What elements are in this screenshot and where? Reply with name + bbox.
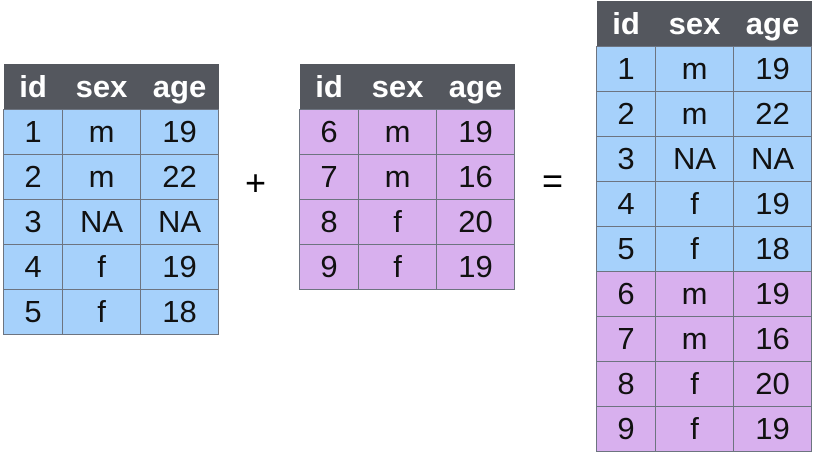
- cell-age: 16: [733, 316, 812, 362]
- cell-id: 6: [299, 109, 359, 155]
- cell-sex: f: [655, 226, 734, 272]
- header-sex: sex: [655, 1, 734, 47]
- cell-sex: m: [655, 46, 734, 92]
- cell-age: 19: [733, 271, 812, 317]
- header-id: id: [596, 1, 656, 47]
- cell-id: 6: [596, 271, 656, 317]
- cell-id: 7: [596, 316, 656, 362]
- cell-age: 19: [733, 46, 812, 92]
- cell-sex: m: [655, 91, 734, 137]
- cell-id: 5: [3, 289, 63, 335]
- cell-sex: NA: [62, 199, 141, 245]
- cell-sex: f: [655, 406, 734, 452]
- header-age: age: [140, 64, 219, 110]
- plus-operator: +: [245, 162, 267, 203]
- cell-sex: NA: [655, 136, 734, 182]
- cell-age: 18: [140, 289, 219, 335]
- cell-id: 2: [3, 154, 63, 200]
- cell-id: 3: [3, 199, 63, 245]
- cell-sex: m: [655, 271, 734, 317]
- cell-age: 18: [733, 226, 812, 272]
- cell-id: 9: [299, 244, 359, 290]
- cell-sex: m: [62, 109, 141, 155]
- equals-operator: =: [542, 160, 564, 201]
- cell-id: 8: [596, 361, 656, 407]
- cell-sex: f: [655, 181, 734, 227]
- cell-id: 4: [3, 244, 63, 290]
- cell-age: 19: [140, 109, 219, 155]
- cell-age: 22: [733, 91, 812, 137]
- header-sex: sex: [62, 64, 141, 110]
- cell-id: 7: [299, 154, 359, 200]
- cell-age: 19: [733, 181, 812, 227]
- cell-sex: m: [358, 109, 437, 155]
- cell-sex: f: [62, 244, 141, 290]
- cell-age: 19: [436, 109, 515, 155]
- cell-age: NA: [140, 199, 219, 245]
- cell-id: 5: [596, 226, 656, 272]
- header-row: id sex age: [299, 64, 515, 110]
- header-age: age: [436, 64, 515, 110]
- cell-age: 19: [436, 244, 515, 290]
- cell-id: 4: [596, 181, 656, 227]
- cell-sex: m: [655, 316, 734, 362]
- header-id: id: [3, 64, 63, 110]
- header-age: age: [733, 1, 812, 47]
- cell-id: 8: [299, 199, 359, 245]
- header-id: id: [299, 64, 359, 110]
- cell-id: 1: [596, 46, 656, 92]
- cell-age: 20: [436, 199, 515, 245]
- cell-id: 9: [596, 406, 656, 452]
- cell-age: 19: [733, 406, 812, 452]
- cell-id: 3: [596, 136, 656, 182]
- cell-age: 16: [436, 154, 515, 200]
- cell-age: 22: [140, 154, 219, 200]
- cell-sex: f: [358, 244, 437, 290]
- cell-sex: m: [62, 154, 141, 200]
- header-row: id sex age: [3, 64, 219, 110]
- cell-sex: f: [358, 199, 437, 245]
- cell-age: NA: [733, 136, 812, 182]
- cell-sex: f: [62, 289, 141, 335]
- cell-age: 20: [733, 361, 812, 407]
- cell-sex: m: [358, 154, 437, 200]
- cell-id: 1: [3, 109, 63, 155]
- header-row: id sex age: [596, 1, 812, 47]
- cell-age: 19: [140, 244, 219, 290]
- cell-sex: f: [655, 361, 734, 407]
- cell-id: 2: [596, 91, 656, 137]
- header-sex: sex: [358, 64, 437, 110]
